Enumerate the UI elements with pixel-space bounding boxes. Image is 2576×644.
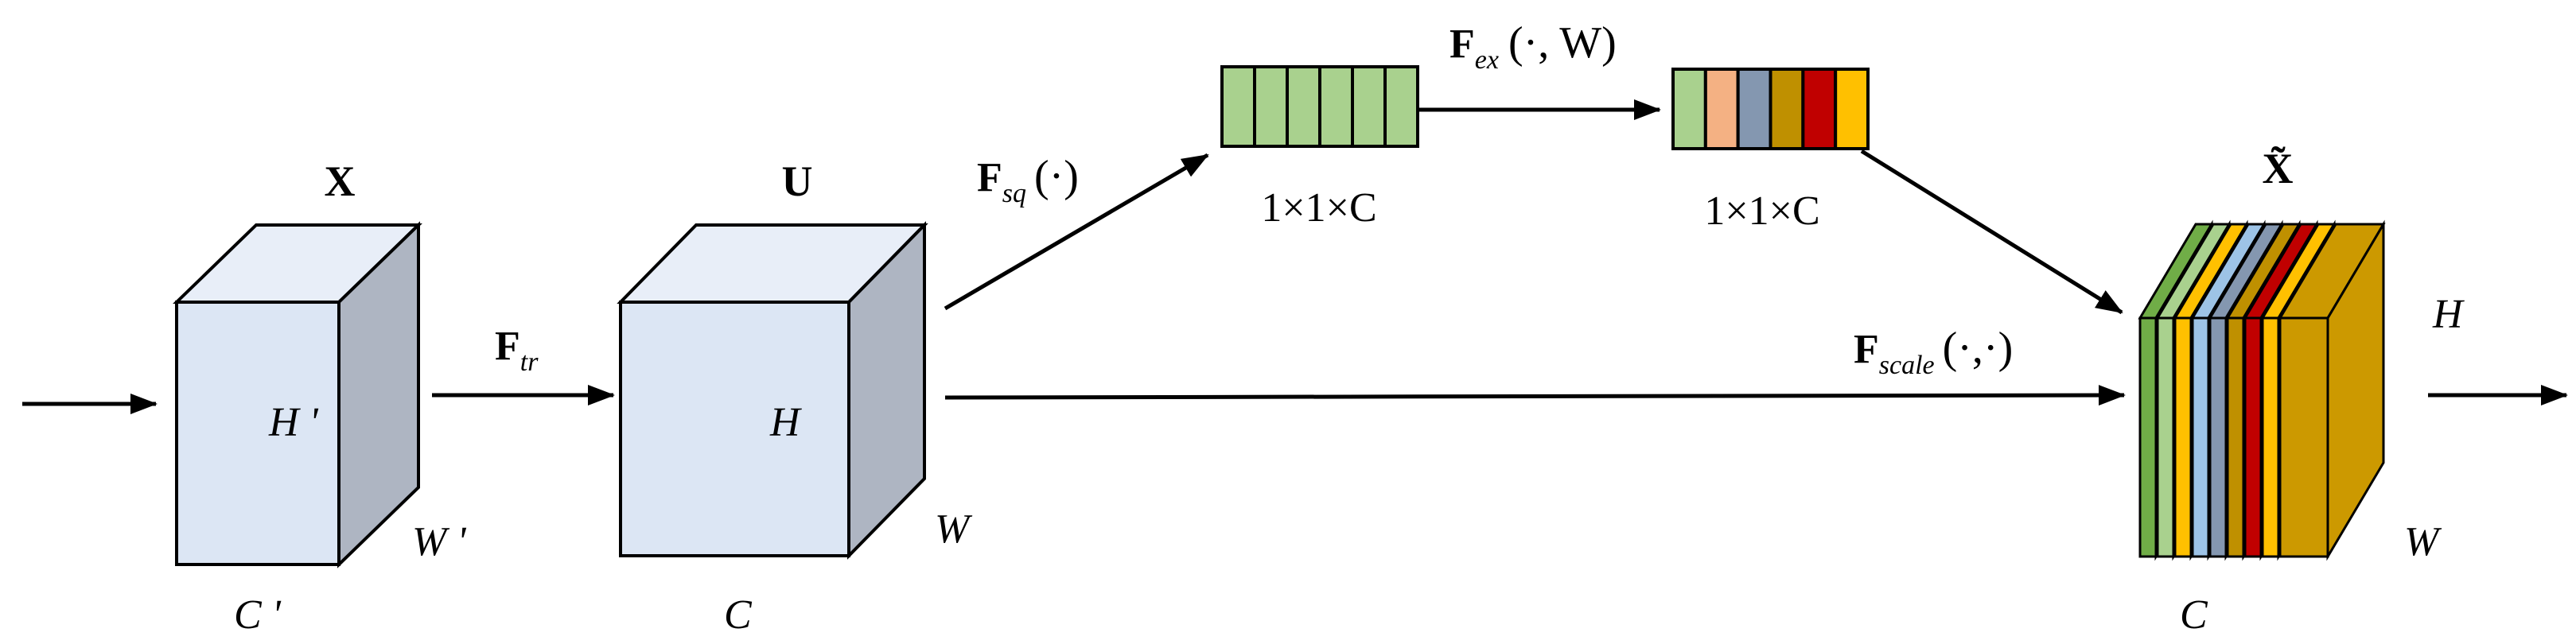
excite-op-sub: ex <box>1475 45 1499 75</box>
excite-op-symbol: F <box>1449 21 1475 67</box>
output-layer-front <box>2208 316 2228 558</box>
output-layer-front <box>2243 316 2263 558</box>
transformed-cube-front <box>619 301 850 557</box>
excite-vector-cell <box>1736 68 1772 150</box>
output-channels-label: C <box>2180 592 2208 638</box>
output-height-label: H <box>2432 292 2465 337</box>
squeeze-vector-cell <box>1220 65 1256 148</box>
output-stack <box>2138 219 2386 561</box>
transformed-channels-label: C <box>724 592 753 638</box>
excite-op-label: Fex (·, W) <box>1449 18 1617 75</box>
transform-op-label: Ftr <box>495 324 539 377</box>
squeeze-vector-cell <box>1286 65 1321 148</box>
scale-op-label: Fscale (·,·) <box>1854 324 2013 380</box>
squeeze-vector <box>1220 65 1419 148</box>
transformed-cube <box>617 221 928 560</box>
input-cube <box>173 221 422 568</box>
scale-op-sub: scale <box>1879 351 1935 380</box>
transform-op-symbol: F <box>495 324 520 369</box>
squeeze-vector-cell <box>1351 65 1387 148</box>
output-layer-front <box>2156 316 2175 558</box>
squeeze-vector-cell <box>1383 65 1419 148</box>
output-cube-name: X̃ <box>2263 145 2294 192</box>
squeeze-arrow <box>944 153 1209 311</box>
transformed-width-label: W <box>935 506 973 552</box>
input-cube-name: X <box>325 157 356 205</box>
input-height-label: H ' <box>268 400 319 445</box>
excite-vector <box>1671 68 1870 150</box>
squeeze-op-sub: sq <box>1002 179 1026 208</box>
transform-op-sub: tr <box>520 347 539 377</box>
squeeze-vector-cell <box>1253 65 1289 148</box>
squeeze-vector-cell <box>1318 65 1354 148</box>
squeeze-dims-label: 1×1×C <box>1261 185 1376 231</box>
input-width-label: W ' <box>412 519 466 564</box>
scale-op-args: (·,·) <box>1943 324 2014 373</box>
output-layer-front <box>2226 316 2245 558</box>
output-layer-front <box>2138 316 2158 558</box>
scale-weights-arrow <box>1860 149 2123 315</box>
squeeze-op-args: (·) <box>1034 152 1079 201</box>
output-layer-front <box>2278 316 2329 558</box>
input-cube-front <box>175 301 340 566</box>
scale-arrow <box>944 385 2126 406</box>
transformed-height-label: H <box>769 400 802 445</box>
output-layer-front <box>2261 316 2280 558</box>
output-layer-front <box>2173 316 2193 558</box>
transformed-cube-name: U <box>782 157 813 205</box>
squeeze-op-symbol: F <box>977 155 1002 200</box>
excite-vector-cell <box>1801 68 1838 150</box>
excite-vector-cell <box>1769 68 1805 150</box>
squeeze-op-label: Fsq (·) <box>977 152 1079 208</box>
excite-vector-cell <box>1834 68 1870 150</box>
scale-op-symbol: F <box>1854 327 1879 372</box>
output-layer-front <box>2191 316 2210 558</box>
excite-vector-cell <box>1671 68 1707 150</box>
input-channels-label: C ' <box>234 592 282 638</box>
output-width-label: W <box>2404 519 2442 564</box>
excite-vector-cell <box>1703 68 1740 150</box>
excite-dims-label: 1×1×C <box>1704 188 1819 234</box>
excite-op-args: (·, W) <box>1508 18 1617 68</box>
